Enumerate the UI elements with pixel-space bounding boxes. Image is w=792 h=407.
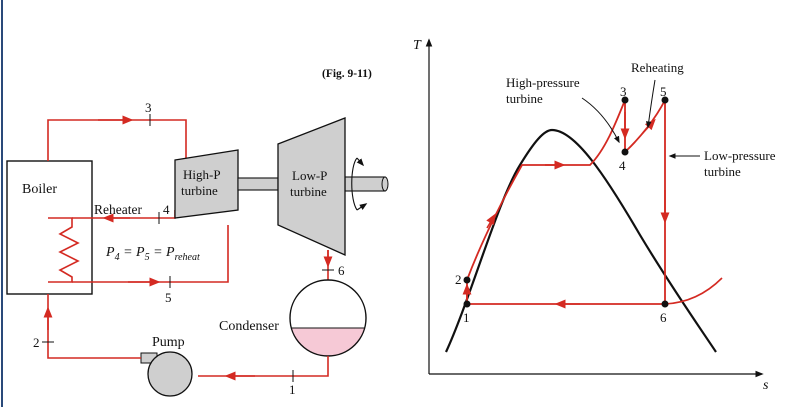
lp-annotation-1: Low-pressure [704,148,776,163]
saturation-dome [445,128,717,353]
state-6-label: 6 [338,263,345,278]
pipe-state-2 [47,294,141,359]
state-1-label: 1 [289,382,296,397]
hp-annotation-1: High-pressure [506,75,580,90]
rotation-arc [351,157,358,211]
state-2-label: 2 [33,335,40,350]
hp-turbine-label-2: turbine [181,183,218,198]
hp-turbine [174,149,239,219]
pipe-state-1 [198,356,329,377]
ts-point-4 [621,148,629,156]
shaft-end [381,176,389,192]
lp-annotation-2: turbine [704,164,741,179]
reheater-coil [48,217,80,283]
shaft-hp-lp [237,177,279,191]
ts-point-5 [661,96,669,104]
s-axis-label: s [763,378,769,393]
boiler-box [6,160,93,295]
isobar-extension [664,277,723,305]
figure-label: (Fig. 9-11) [322,68,372,80]
state-3-label: 3 [145,100,152,115]
boiler-label: Boiler [22,182,57,197]
rotation-arrow-top [356,157,365,167]
lp-turbine-label-1: Low-P [292,168,327,183]
lp-turbine [277,117,346,257]
ts-label-2: 2 [455,272,462,287]
pressure-relation: P4 = P5 = Preheat [105,245,200,263]
state-4-label: 4 [163,202,170,217]
ts-point-2 [463,276,471,284]
hp-leader [581,97,620,144]
ts-arrow-4-5 [641,118,656,135]
ts-label-4: 4 [619,158,626,173]
ts-label-5: 5 [660,84,667,99]
shaft-output [344,176,386,192]
ts-point-3 [621,96,629,104]
ts-label-3: 3 [620,84,627,99]
lp-turbine-label-2: turbine [290,184,327,199]
reheat-annotation: Reheating [631,60,684,75]
pump-label: Pump [152,335,185,350]
hp-annotation-2: turbine [506,91,543,106]
pump-body [147,351,193,397]
rotation-arrow-bottom [356,203,368,211]
reheat-leader [645,79,656,129]
ts-point-6 [661,300,669,308]
pipe-state-3 [47,119,187,161]
ts-point-1 [463,300,471,308]
pipe-state-5 [72,225,229,283]
reheater-label: Reheater [94,202,142,217]
condenser-label: Condenser [219,319,279,334]
state-5-label: 5 [165,290,172,305]
hp-turbine-label-1: High-P [183,167,221,182]
ts-label-1: 1 [463,310,470,325]
t-axis-label: T [413,38,422,53]
ts-label-6: 6 [660,310,667,325]
ts-arrow-heating [486,213,496,229]
cycle-path [466,99,666,306]
